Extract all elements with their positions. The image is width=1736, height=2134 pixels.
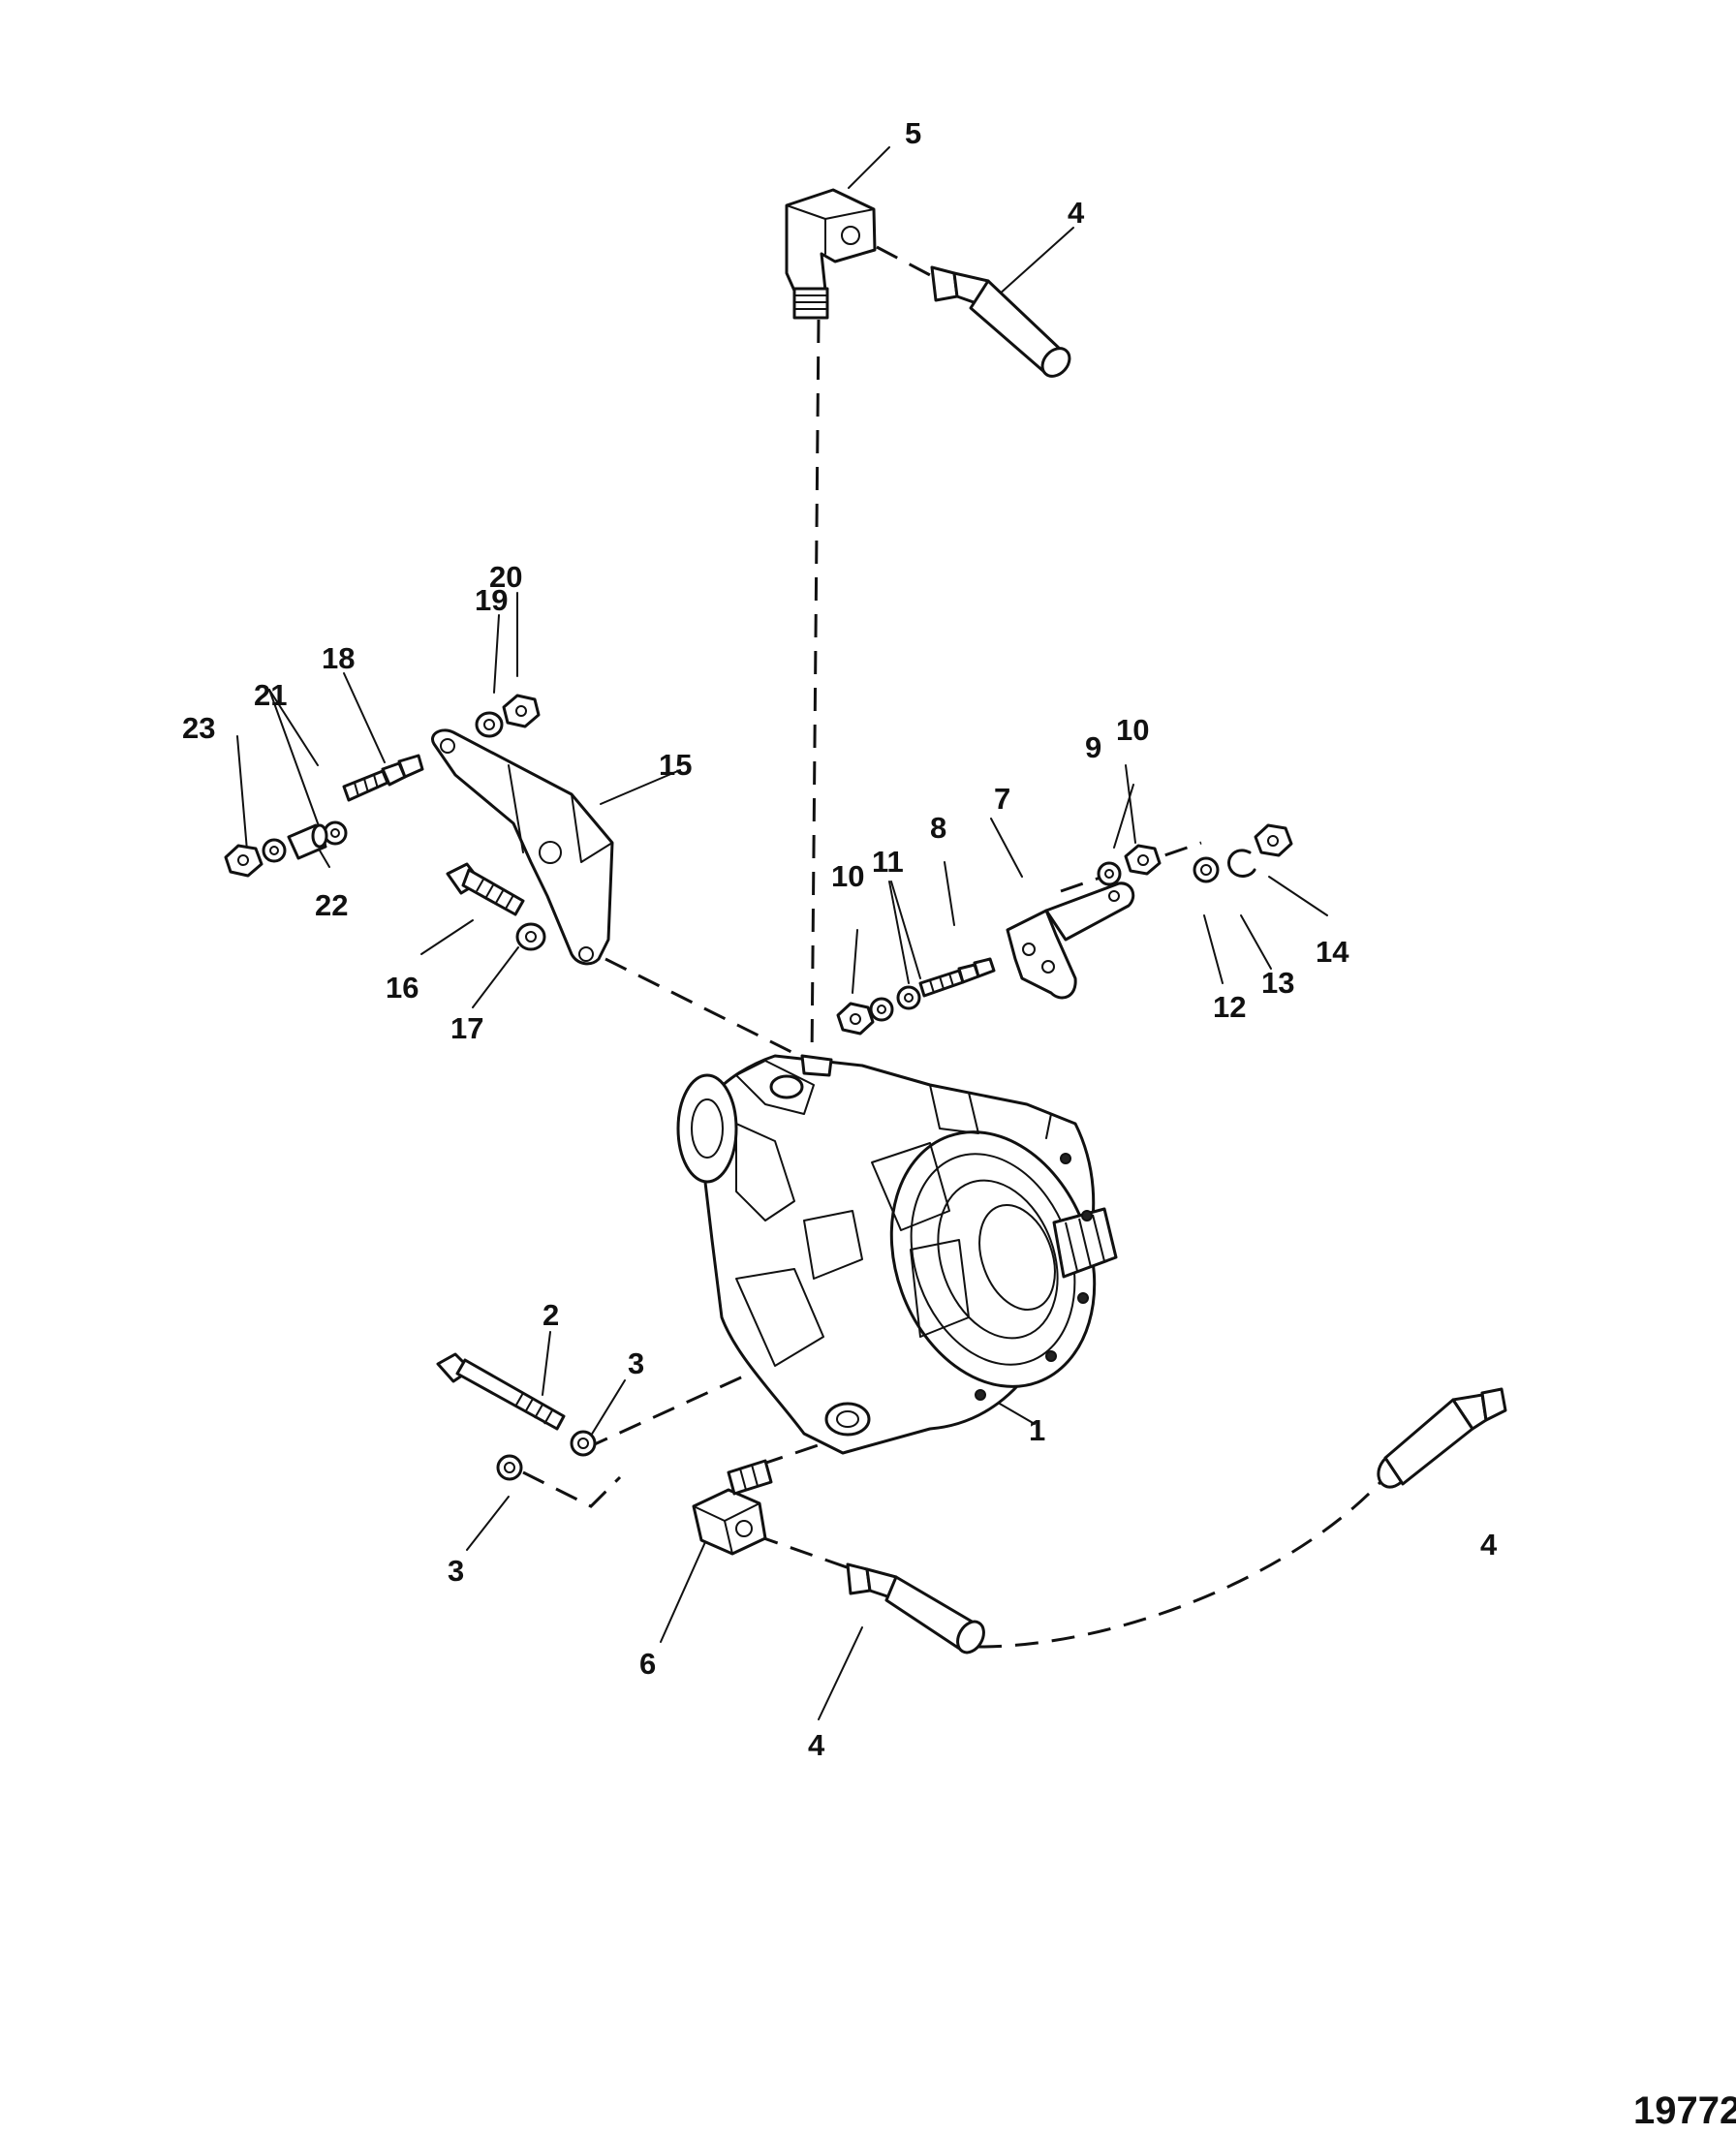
callout-14: 14 xyxy=(1316,935,1349,969)
callout-1: 1 xyxy=(1029,1413,1045,1447)
part-12-washer xyxy=(1193,856,1220,883)
part-22-spacer xyxy=(287,823,328,860)
callout-3-lower: 3 xyxy=(448,1554,464,1588)
part-3-washer-lower xyxy=(496,1454,523,1481)
assembly-dashed-lines xyxy=(522,245,1382,1649)
part-10-nut-left xyxy=(836,1002,875,1036)
callout-11: 11 xyxy=(872,845,904,879)
callout-22: 22 xyxy=(315,888,348,922)
part-6-fitting xyxy=(692,1459,773,1556)
callout-9: 9 xyxy=(1085,730,1101,764)
callout-4-top: 4 xyxy=(1068,196,1085,230)
part-8-stud xyxy=(918,957,996,998)
part-15-bracket xyxy=(431,728,614,966)
callout-18: 18 xyxy=(322,641,355,675)
callout-21: 21 xyxy=(254,678,287,712)
callout-12: 12 xyxy=(1213,990,1246,1024)
callout-15: 15 xyxy=(659,748,692,782)
part-1-transmission xyxy=(676,1054,1118,1455)
part-4-hose-fitting-bottom xyxy=(846,1562,985,1655)
part-13-clip xyxy=(1227,849,1256,878)
part-7-plate xyxy=(1006,881,1135,1000)
callout-2: 2 xyxy=(542,1298,559,1332)
part-17-washer xyxy=(515,922,546,951)
part-2-bolt xyxy=(436,1352,566,1431)
part-5-elbow-fitting xyxy=(785,188,877,320)
callout-19: 19 xyxy=(475,583,508,617)
callout-16: 16 xyxy=(386,971,418,1005)
part-4-hose-fitting-top xyxy=(930,265,1071,378)
callout-23: 23 xyxy=(182,711,215,745)
callout-10-left: 10 xyxy=(831,859,864,893)
part-3-washer-upper xyxy=(570,1430,597,1457)
callout-4-right: 4 xyxy=(1480,1528,1498,1562)
part-9-washer xyxy=(1097,861,1122,886)
callout-13: 13 xyxy=(1261,966,1294,1000)
part-11-washers xyxy=(869,985,921,1022)
callout-10-right: 10 xyxy=(1116,713,1149,747)
part-23-nut xyxy=(224,844,264,878)
part-16-bolt xyxy=(446,862,525,916)
callout-20: 20 xyxy=(489,560,522,594)
callout-4-bottom: 4 xyxy=(808,1728,825,1762)
callout-5: 5 xyxy=(905,116,921,150)
leader-lines xyxy=(236,146,1328,1720)
part-4-hose-fitting-right xyxy=(1377,1387,1507,1489)
callout-6: 6 xyxy=(639,1647,656,1681)
callout-7: 7 xyxy=(994,782,1010,816)
callout-17: 17 xyxy=(450,1011,483,1045)
part-18-stud xyxy=(342,754,424,802)
figure-number: 19772 xyxy=(1633,2089,1736,2132)
callout-labels: 1 2 3 3 4 4 4 5 6 7 8 9 10 10 11 12 13 1… xyxy=(182,116,1498,1762)
callout-3-upper: 3 xyxy=(628,1346,644,1380)
part-19-washer xyxy=(475,711,504,738)
part-20-nut xyxy=(502,694,541,728)
callout-8: 8 xyxy=(930,811,946,845)
part-10-nut-right xyxy=(1124,844,1162,876)
part-14-nut xyxy=(1254,823,1293,857)
